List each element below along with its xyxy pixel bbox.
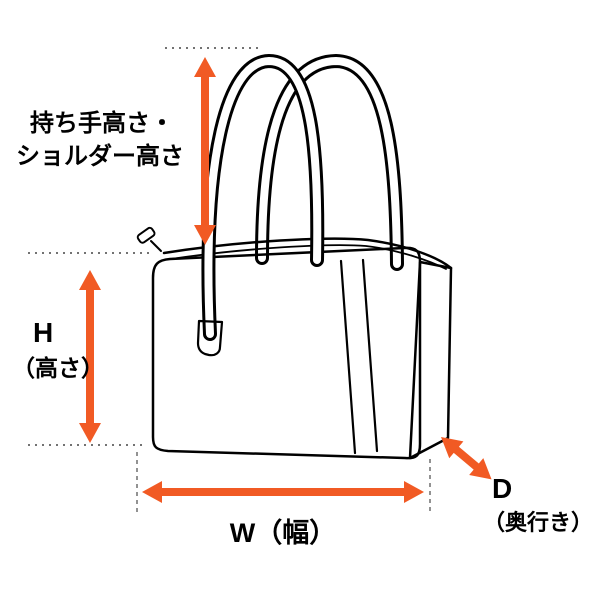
height-label-unit: （高さ）	[12, 355, 104, 381]
height-arrow	[79, 270, 101, 443]
height-label-symbol: H	[33, 317, 53, 348]
width-label: W（幅）	[230, 518, 336, 548]
bag-side-panel	[408, 260, 453, 460]
depth-label-symbol: D	[492, 473, 512, 504]
zipper-pull-icon	[136, 226, 162, 252]
front-handle	[201, 54, 325, 341]
handle-height-label-line1: 持ち手高さ・	[30, 109, 174, 137]
back-handle	[255, 54, 404, 271]
zipper	[162, 237, 453, 270]
depth-label-unit: （奥行き）	[483, 510, 593, 535]
strap-band	[339, 258, 379, 455]
bag-body	[151, 246, 422, 460]
depth-arrow	[441, 437, 492, 480]
width-arrow	[142, 481, 424, 503]
bag-line-art	[136, 54, 453, 460]
handle-height-label-line2: ショルダー高さ	[16, 142, 184, 170]
handle-height-arrow	[194, 57, 216, 245]
strap-tab	[196, 319, 224, 357]
